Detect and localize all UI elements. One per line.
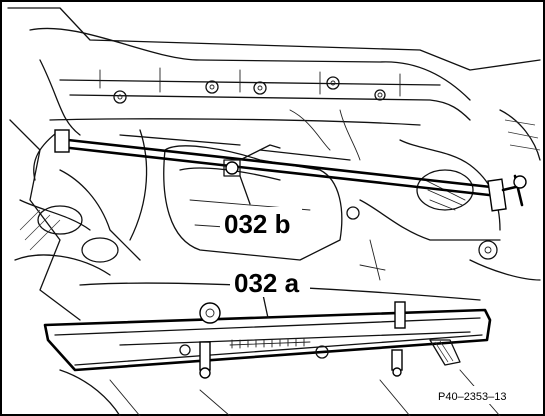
label-032a: 032 a: [234, 268, 300, 298]
label-032b-bg: [220, 207, 302, 239]
leader-032b: [239, 175, 251, 205]
tool-032a-rail: [43, 301, 492, 379]
label-032b: 032 b: [224, 209, 291, 239]
label-032a-bg: [230, 267, 310, 297]
tool-032b-rod: [33, 129, 527, 212]
figure-ref-bg: [432, 386, 540, 404]
figure-reference: P40–2353–13: [438, 391, 507, 403]
